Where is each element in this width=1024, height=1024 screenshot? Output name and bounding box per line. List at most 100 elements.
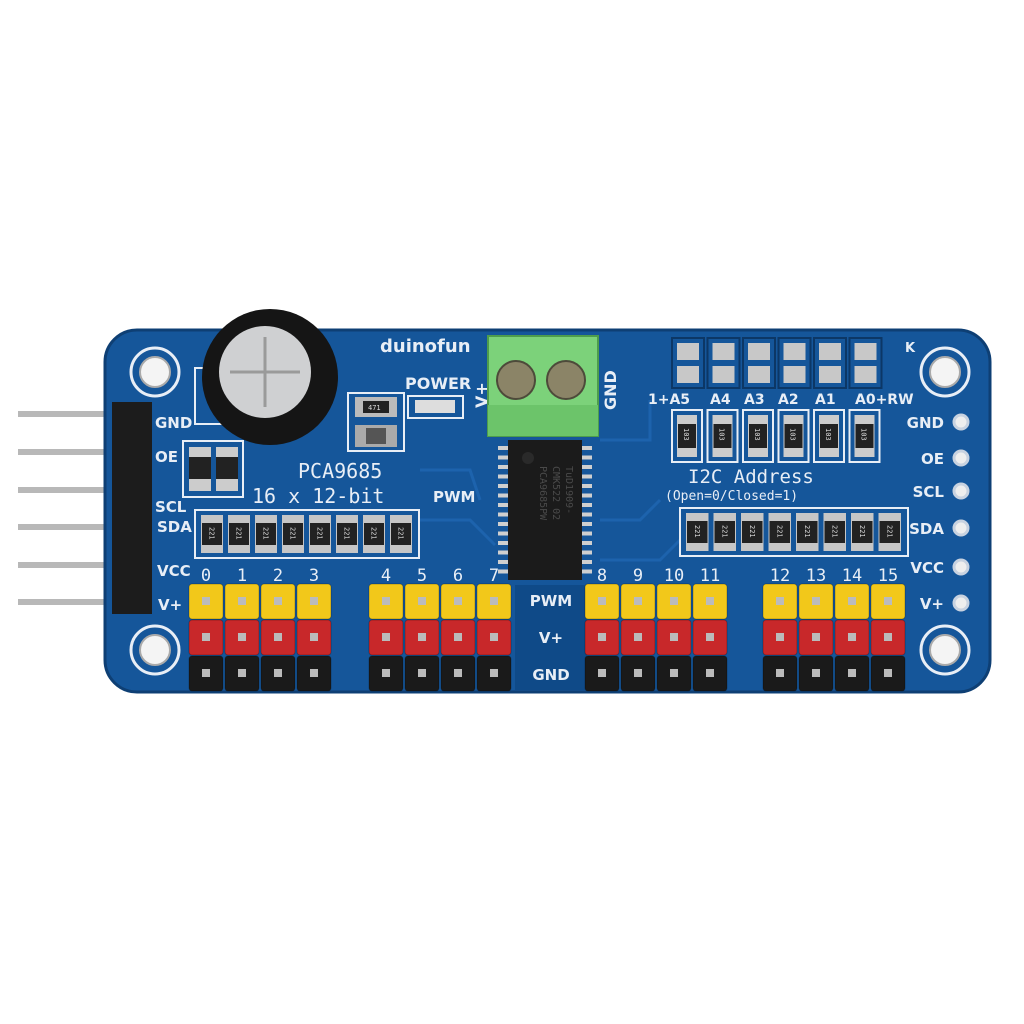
right-pin-label: VCC bbox=[910, 559, 944, 577]
male-pin bbox=[18, 449, 138, 455]
jumper-pad bbox=[677, 366, 699, 383]
pin-tip bbox=[490, 633, 498, 641]
address-resistor-code: 103 bbox=[682, 428, 690, 441]
right-pin-hole[interactable] bbox=[952, 413, 970, 431]
row-label: PWM bbox=[530, 592, 572, 610]
resistor-body bbox=[364, 523, 384, 545]
address-label: A1 bbox=[815, 392, 836, 408]
resistor-body bbox=[879, 521, 900, 543]
left-pin-label: SCL bbox=[155, 498, 187, 516]
pin-tip bbox=[706, 597, 714, 605]
pin-tip bbox=[848, 633, 856, 641]
mounting-hole-ring bbox=[919, 624, 971, 676]
pin-tip bbox=[238, 669, 246, 677]
trace bbox=[420, 468, 482, 501]
resistor-body bbox=[391, 523, 411, 545]
jumper-pad bbox=[712, 343, 735, 360]
row-label: V+ bbox=[539, 629, 563, 647]
pin-tip bbox=[776, 633, 784, 641]
pin-tip bbox=[706, 633, 714, 641]
channel-number: 9 bbox=[633, 566, 643, 586]
chip-leg bbox=[498, 560, 508, 564]
electrolytic-capacitor bbox=[194, 309, 338, 445]
resistor-body bbox=[852, 521, 873, 543]
pin-tip bbox=[598, 669, 606, 677]
pin-tip bbox=[202, 597, 210, 605]
row-label: GND bbox=[532, 666, 569, 684]
mounting-holes bbox=[129, 346, 971, 676]
chip-leg bbox=[582, 522, 592, 526]
resistor-array-outline bbox=[194, 509, 420, 559]
jumper-pad bbox=[748, 343, 770, 360]
chip-leg bbox=[582, 550, 592, 555]
jumper-pad bbox=[819, 343, 841, 360]
address-resistor-body bbox=[820, 424, 838, 448]
resistor-code: 221 bbox=[370, 527, 378, 540]
chip-leg bbox=[498, 550, 508, 555]
pin-tip bbox=[454, 669, 462, 677]
pin-tip bbox=[454, 633, 462, 641]
pin-tip bbox=[454, 597, 462, 605]
male-pin bbox=[18, 562, 138, 568]
trace bbox=[420, 518, 497, 547]
subtitle-pwm-label: PWM bbox=[433, 488, 475, 506]
jumper-outline bbox=[777, 337, 812, 389]
chip-leg bbox=[582, 531, 592, 536]
pin-tip bbox=[776, 597, 784, 605]
i2c-note: (Open=0/Closed=1) bbox=[665, 489, 798, 504]
mounting-hole-ring bbox=[919, 346, 971, 398]
right-pin-hole[interactable] bbox=[952, 594, 970, 612]
pin-tip bbox=[202, 669, 210, 677]
channel-number: 11 bbox=[700, 566, 720, 586]
left-pin-label: GND bbox=[155, 414, 192, 432]
pin-tip bbox=[884, 669, 892, 677]
pin-tip bbox=[382, 633, 390, 641]
jumper-pad bbox=[748, 366, 770, 383]
right-pin-hole[interactable] bbox=[952, 449, 970, 467]
right-pin-hole[interactable] bbox=[952, 519, 970, 537]
jumper-outline bbox=[742, 337, 776, 389]
resistor-body bbox=[769, 521, 790, 543]
resistor-code: 221 bbox=[803, 525, 811, 538]
resistor-body bbox=[687, 521, 708, 543]
right-pin-label: GND bbox=[907, 414, 944, 432]
address-resistor-outline bbox=[848, 409, 881, 463]
resistor-body bbox=[202, 523, 222, 545]
left-pin-label: SDA bbox=[157, 518, 192, 536]
address-resistor-code: 103 bbox=[824, 428, 832, 441]
chip-marking: CMK522 02 bbox=[550, 466, 561, 520]
terminal-vplus-label: V+ bbox=[472, 382, 491, 408]
right-pin-hole[interactable] bbox=[952, 482, 970, 500]
resistor-body bbox=[714, 521, 735, 543]
address-label: A4 bbox=[710, 392, 731, 408]
pin-tip bbox=[382, 669, 390, 677]
pin-tip bbox=[310, 597, 318, 605]
resistor-code: 221 bbox=[830, 525, 838, 538]
mounting-hole-ring bbox=[129, 346, 181, 398]
address-resistor-body bbox=[855, 424, 874, 448]
address-resistor-body bbox=[749, 424, 767, 448]
jumper-pad bbox=[783, 366, 806, 383]
address-resistor-outline bbox=[813, 409, 845, 463]
chip-leg bbox=[498, 569, 508, 574]
chip-name-label: PCA9685 bbox=[298, 459, 382, 483]
address-resistor-outline bbox=[671, 409, 703, 463]
chip-leg bbox=[498, 465, 508, 469]
chip-leg bbox=[582, 503, 592, 507]
jumper-outline bbox=[848, 337, 883, 389]
chip-leg bbox=[582, 560, 592, 564]
pin-tip bbox=[812, 597, 820, 605]
chip-leg bbox=[498, 512, 508, 517]
subtitle-label: 16 x 12-bit bbox=[252, 484, 384, 508]
address-resistor-outline bbox=[777, 409, 810, 463]
chip-leg bbox=[582, 493, 592, 498]
address-label: A3 bbox=[744, 392, 765, 408]
pin-tip bbox=[670, 669, 678, 677]
trace bbox=[600, 400, 652, 442]
resistor-array-outline bbox=[679, 507, 909, 557]
resistor-code: 221 bbox=[316, 527, 324, 540]
right-pin-hole[interactable] bbox=[952, 558, 970, 576]
